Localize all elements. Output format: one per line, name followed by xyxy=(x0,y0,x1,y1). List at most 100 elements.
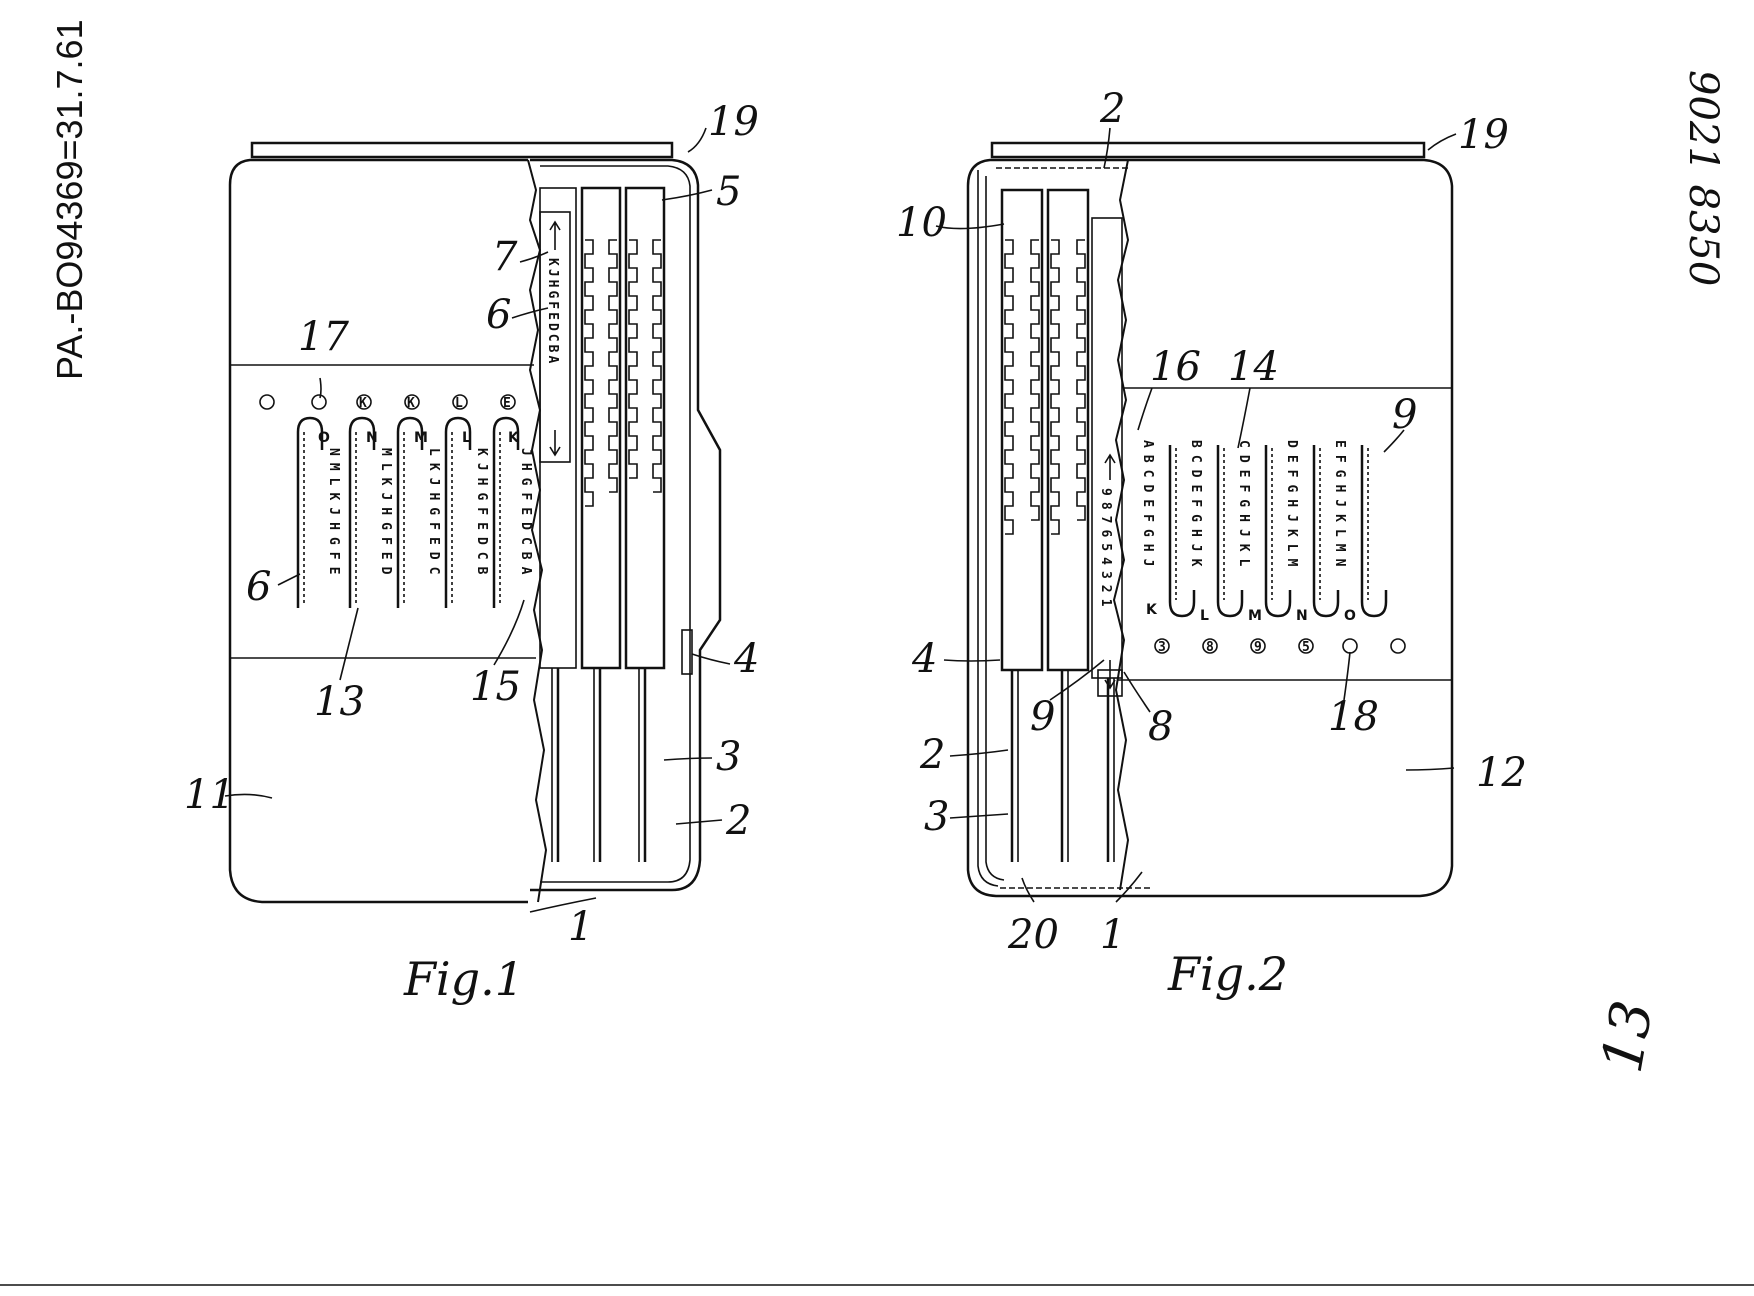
circle-label: 9 xyxy=(1254,640,1262,655)
slide-teeth xyxy=(628,239,638,479)
circle-marks-row: K K L E xyxy=(259,394,516,411)
side-stamp: PA.-BO94369=31.7.61 xyxy=(49,19,90,380)
slide-teeth xyxy=(1004,239,1014,535)
slide-strip xyxy=(580,186,622,670)
circle-mark xyxy=(259,394,275,410)
leader-line xyxy=(519,251,549,263)
ref-label: 2 xyxy=(725,798,751,844)
ref-label: 17 xyxy=(298,314,349,360)
stop-tab xyxy=(681,629,693,675)
ref-label: 1 xyxy=(568,904,593,950)
letter-slots xyxy=(296,416,520,608)
column-head: L xyxy=(462,430,471,446)
leader-line xyxy=(1049,659,1105,701)
column-head: K xyxy=(1146,602,1158,618)
cover-cutaway-edge xyxy=(1112,159,1130,891)
column-letters: KJHGFEDCB xyxy=(474,448,489,581)
leader-line xyxy=(949,749,1009,757)
leader-line xyxy=(949,813,1009,819)
ref-label: 1 xyxy=(1100,912,1125,958)
leader-line xyxy=(224,793,273,799)
leader-line xyxy=(511,307,549,319)
column-letters: ABCDEFGHJ xyxy=(1140,440,1155,573)
leader-line xyxy=(935,223,1005,230)
ref-label: 15 xyxy=(470,664,521,710)
circle-mark xyxy=(1202,638,1218,654)
slide-strips xyxy=(539,186,693,862)
slide-teeth xyxy=(1076,239,1086,521)
figure-caption: Fig.2 xyxy=(1167,947,1288,1001)
top-rail xyxy=(990,141,1426,159)
circle-mark xyxy=(356,394,372,410)
ref-label: 19 xyxy=(1458,112,1509,158)
leader-line xyxy=(663,757,713,761)
u-slot xyxy=(1312,445,1340,618)
circle-mark xyxy=(404,394,420,410)
circle-mark xyxy=(452,394,468,410)
letter-slots xyxy=(1168,445,1388,618)
circle-mark xyxy=(311,394,327,410)
column-head: M xyxy=(1248,608,1262,624)
leader-line xyxy=(1021,877,1035,903)
ref-label: 3 xyxy=(924,794,949,840)
column-head: O xyxy=(318,430,330,446)
circle-mark xyxy=(1250,638,1266,654)
leader-line xyxy=(687,127,707,153)
circle-marks-row: 3 8 9 5 xyxy=(1154,638,1406,655)
arrow-strip-letters: KJHGFEDCBA xyxy=(545,258,560,366)
ref-label: 14 xyxy=(1228,344,1279,390)
u-slot xyxy=(1360,445,1388,618)
slide-strip xyxy=(1000,188,1044,672)
number-strip: 987654321 xyxy=(1098,488,1113,612)
ref-label: 4 xyxy=(733,636,759,682)
leader-line xyxy=(339,607,359,681)
figure-1: KJHGFEDCBA K K L E O xyxy=(184,99,759,1006)
leader-line xyxy=(277,573,301,586)
up-arrow-icon xyxy=(549,220,561,250)
ref-label: 6 xyxy=(246,564,271,610)
arrow-strip xyxy=(539,211,571,463)
down-arrow-icon xyxy=(549,430,561,457)
leader-line xyxy=(1383,429,1405,453)
leader-line xyxy=(661,189,713,201)
leader-line xyxy=(691,653,731,665)
ref-label: 7 xyxy=(492,234,518,280)
case-body xyxy=(966,158,1454,898)
figure-2: 987654321 ABCDEFGHJ BCDEFGHJK CDEFGHJKL … xyxy=(896,86,1527,1001)
leader-line xyxy=(529,897,597,913)
leader-line xyxy=(1405,767,1455,771)
ref-label: 2 xyxy=(919,732,945,778)
ref-label: 19 xyxy=(708,99,759,145)
column-head: N xyxy=(366,430,378,446)
ref-label: 9 xyxy=(1030,694,1055,740)
ref-label: 13 xyxy=(314,679,365,725)
u-slot xyxy=(296,416,324,608)
ref-label: 8 xyxy=(1148,704,1173,750)
figure-caption: Fig.1 xyxy=(403,952,524,1006)
circle-label: 8 xyxy=(1206,640,1214,655)
circle-label: 5 xyxy=(1302,640,1310,655)
slide-teeth xyxy=(1030,239,1040,521)
ref-label: 16 xyxy=(1150,344,1201,390)
case-inner-edge xyxy=(985,176,1005,881)
ref-label: 2 xyxy=(1099,86,1125,132)
leader-line xyxy=(943,659,1001,662)
leader-line xyxy=(493,599,525,666)
column-head: M xyxy=(414,430,428,446)
corner-number: 9021 8350 xyxy=(1680,70,1726,286)
column-letters: MLKJHGFED xyxy=(378,448,393,581)
ref-label: 5 xyxy=(716,169,741,215)
ref-label: 10 xyxy=(896,200,947,246)
slide-teeth xyxy=(608,239,618,493)
back-case-inner xyxy=(540,165,691,883)
u-slot xyxy=(444,416,472,608)
circle-mark xyxy=(1298,638,1314,654)
down-arrow-icon xyxy=(1104,660,1116,690)
slide-teeth xyxy=(1050,239,1060,535)
leader-line xyxy=(1343,651,1351,701)
column-letters: NMLKJHGFE xyxy=(326,448,341,581)
case-inner-edge xyxy=(977,170,999,887)
slide-teeth xyxy=(652,239,662,493)
ref-label: 12 xyxy=(1476,750,1527,796)
